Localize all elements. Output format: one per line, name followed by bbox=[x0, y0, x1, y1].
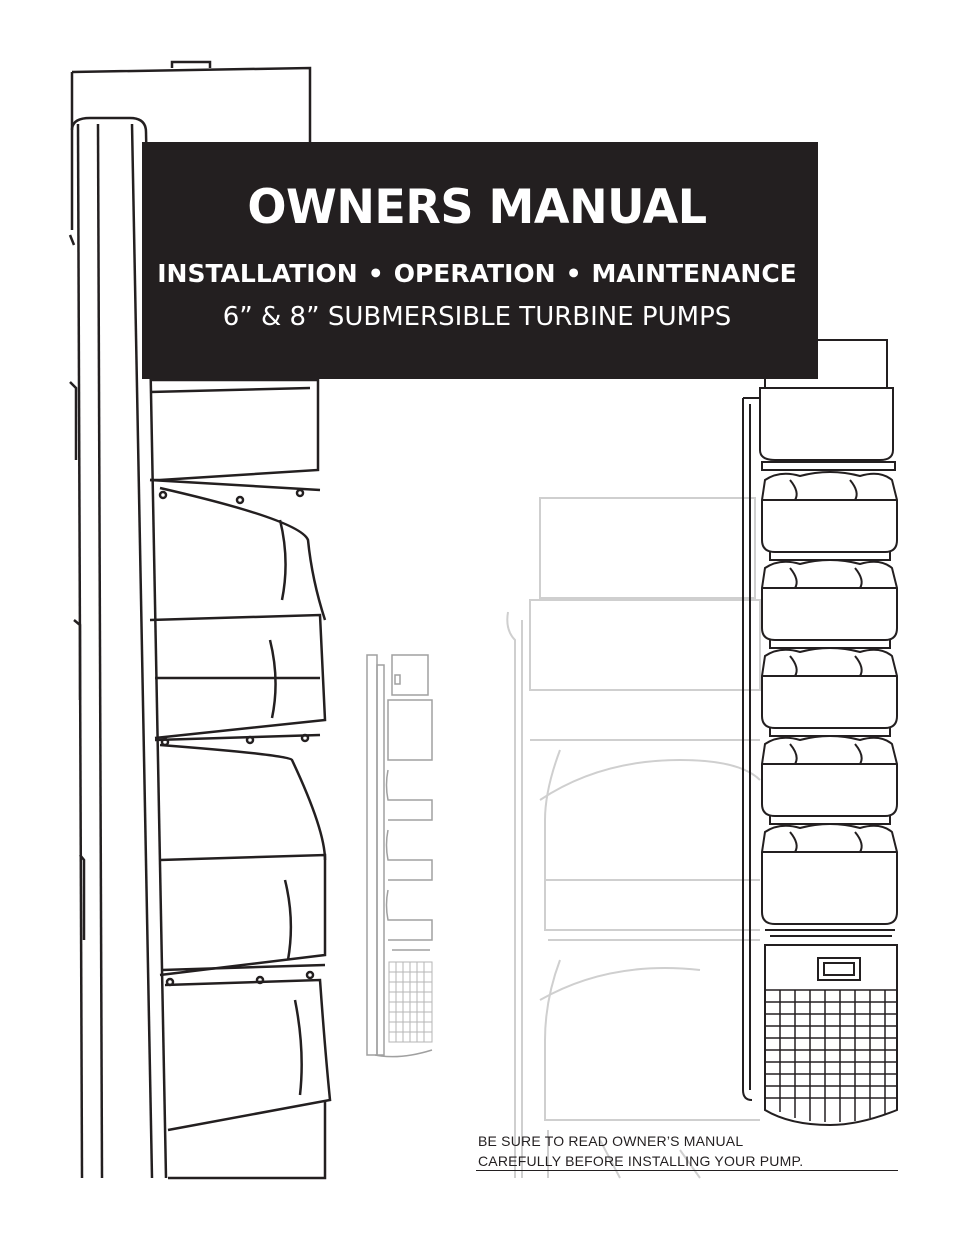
bullet-separator: • bbox=[367, 259, 384, 288]
manual-subtitle: INSTALLATION • OPERATION • MAINTENANCE bbox=[0, 261, 954, 286]
pump-stage bbox=[761, 647, 898, 737]
subtitle-maintenance: MAINTENANCE bbox=[591, 259, 797, 288]
title-banner bbox=[142, 142, 818, 379]
manual-title: OWNERS MANUAL bbox=[247, 180, 707, 235]
bullet-separator: • bbox=[565, 259, 582, 288]
intake-screen bbox=[765, 989, 897, 1122]
medium-pump-faded-illustration bbox=[506, 497, 761, 1179]
subtitle-installation: INSTALLATION bbox=[157, 259, 358, 288]
pump-stage bbox=[761, 735, 898, 825]
product-line: 6” & 8” SUBMERSIBLE TURBINE PUMPS bbox=[222, 302, 732, 332]
pump-stage bbox=[761, 471, 898, 561]
pump-stage bbox=[761, 823, 898, 925]
pump-full-view-illustration bbox=[742, 339, 898, 1127]
small-pump-faded-illustration bbox=[366, 654, 433, 1058]
notice-line-2: CAREFULLY BEFORE INSTALLING YOUR PUMP. bbox=[478, 1153, 804, 1169]
read-manual-notice: BE SURE TO READ OWNER’S MANUAL CAREFULLY… bbox=[478, 1131, 898, 1171]
notice-line-1: BE SURE TO READ OWNER’S MANUAL bbox=[478, 1133, 744, 1149]
subtitle-operation: OPERATION bbox=[393, 259, 556, 288]
pump-stage bbox=[761, 559, 898, 649]
notice-divider bbox=[476, 1170, 898, 1171]
